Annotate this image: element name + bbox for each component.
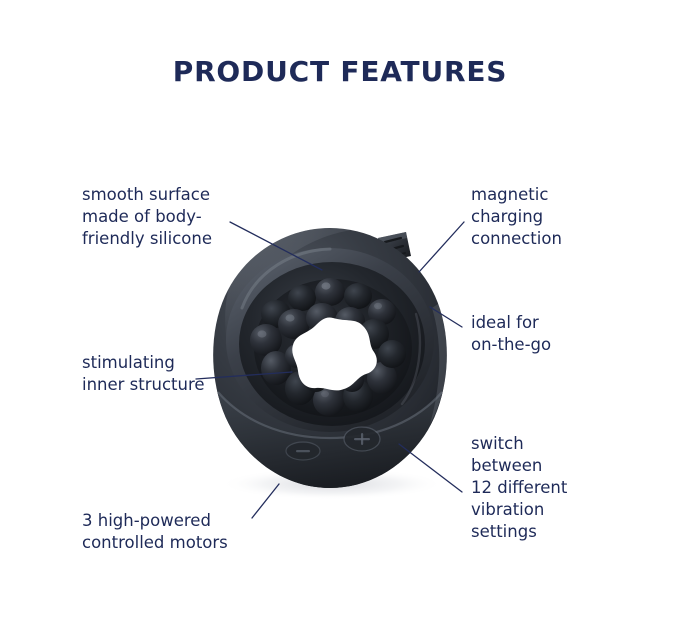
callout-stimulating-inner-structure: stimulating inner structure	[82, 353, 205, 394]
plus-button	[343, 426, 381, 452]
product-illustration	[202, 222, 464, 500]
callout-magnetic-charging-connection: magnetic charging connection	[471, 185, 562, 248]
callout-vibration-settings: switch between 12 different vibration se…	[471, 434, 568, 541]
minus-button	[285, 441, 321, 461]
callout-controlled-motors: 3 high-powered controlled motors	[82, 511, 228, 552]
center-opening	[292, 317, 377, 391]
callout-smooth-surface: smooth surface made of body- friendly si…	[82, 185, 212, 248]
front-skirt	[213, 390, 447, 488]
page-title: PRODUCT FEATURES	[172, 55, 508, 88]
callout-ideal-for-on-the-go: ideal for on-the-go	[471, 313, 552, 354]
